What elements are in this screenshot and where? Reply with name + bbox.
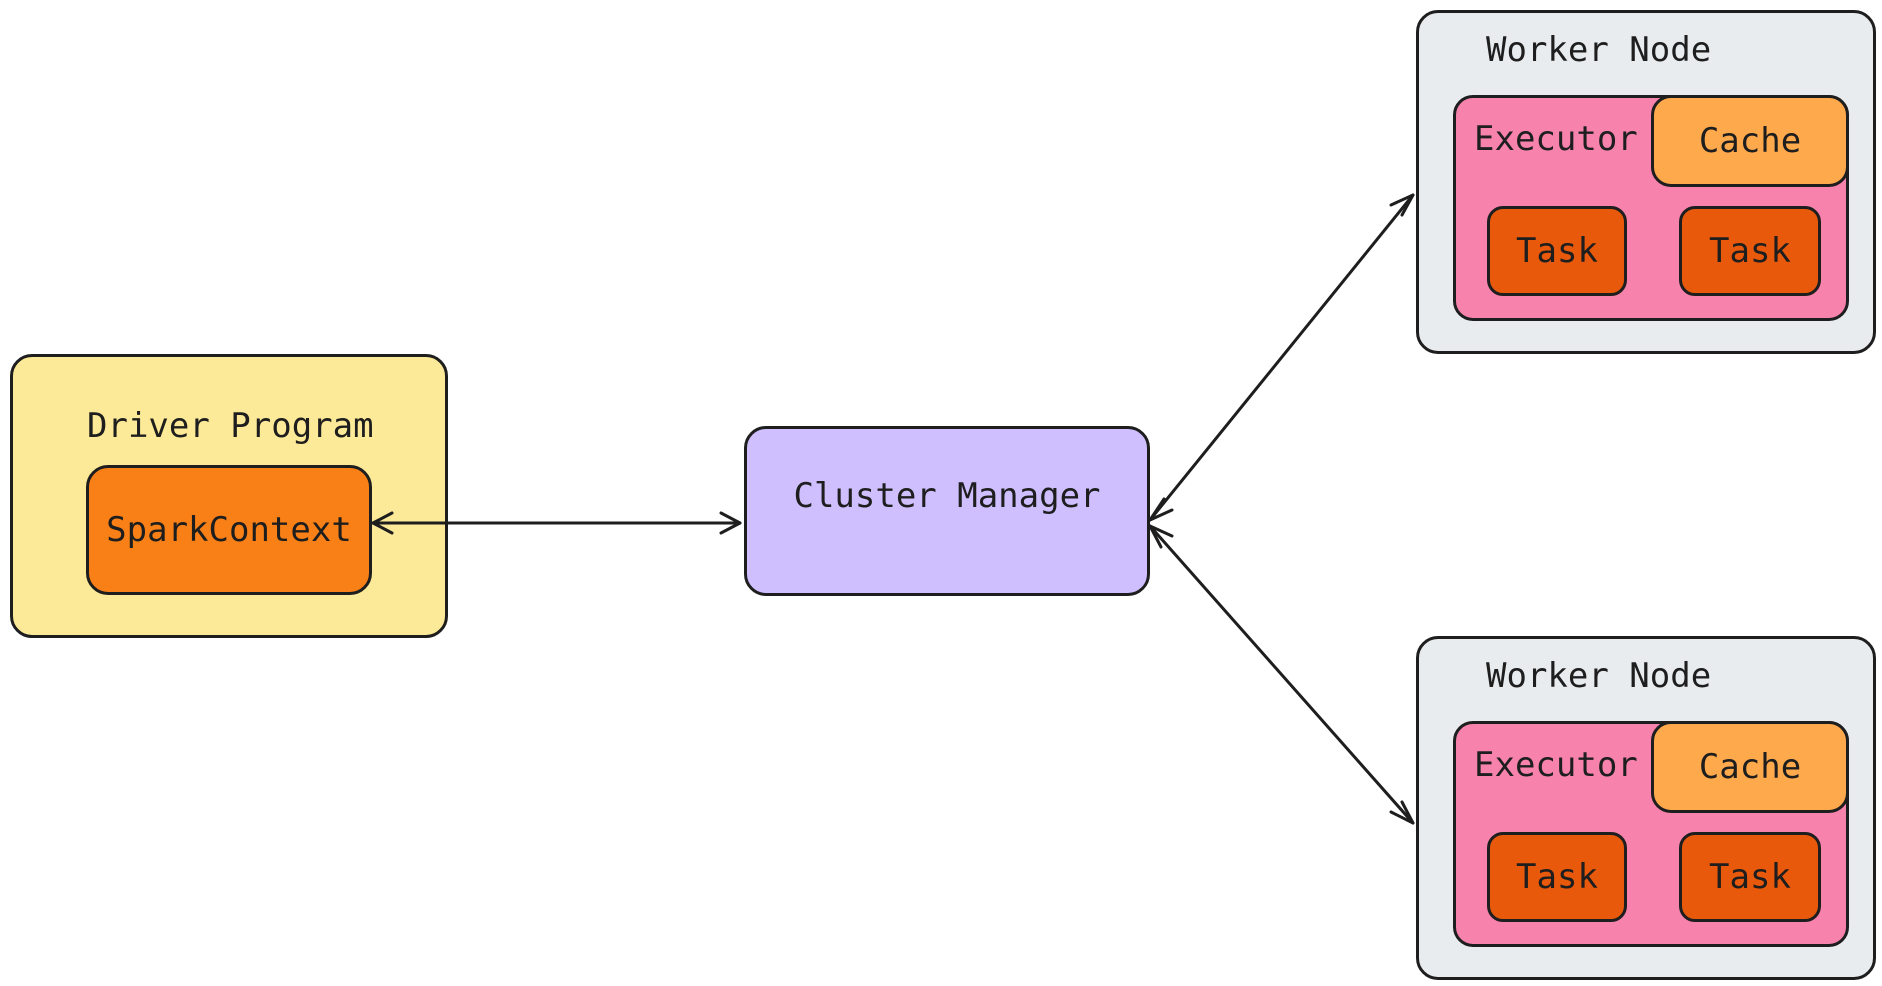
task-label: Task	[1709, 231, 1791, 271]
worker-node-box[interactable]: Worker Node Executor Cache Task Task	[1416, 636, 1876, 980]
worker-node-box[interactable]: Worker Node Executor Cache Task Task	[1416, 10, 1876, 354]
cache-label: Cache	[1698, 747, 1802, 787]
executor-box[interactable]: Executor Cache Task Task	[1453, 95, 1849, 321]
task-box[interactable]: Task	[1487, 832, 1627, 922]
cluster-manager-label: Cluster Manager	[793, 476, 1101, 516]
task-label: Task	[1516, 857, 1598, 897]
arrow-cluster-worker-top	[1148, 193, 1415, 522]
task-box[interactable]: Task	[1679, 832, 1821, 922]
cache-box[interactable]: Cache	[1651, 95, 1849, 187]
cluster-manager-box[interactable]: Cluster Manager	[744, 426, 1150, 596]
sparkcontext-box[interactable]: SparkContext	[86, 465, 372, 595]
cache-label: Cache	[1698, 121, 1802, 161]
task-label: Task	[1516, 231, 1598, 271]
arrow-cluster-worker-bottom	[1148, 524, 1415, 825]
task-box[interactable]: Task	[1679, 206, 1821, 296]
worker-node-title: Worker Node	[1486, 656, 1712, 696]
executor-label: Executor	[1474, 119, 1638, 159]
task-label: Task	[1709, 857, 1791, 897]
task-box[interactable]: Task	[1487, 206, 1627, 296]
executor-label: Executor	[1474, 745, 1638, 785]
worker-node-title: Worker Node	[1486, 30, 1712, 70]
sparkcontext-label: SparkContext	[106, 510, 352, 550]
driver-program-title: Driver Program	[87, 406, 374, 446]
cache-box[interactable]: Cache	[1651, 721, 1849, 813]
executor-box[interactable]: Executor Cache Task Task	[1453, 721, 1849, 947]
arrow-spark-cluster	[371, 511, 742, 535]
